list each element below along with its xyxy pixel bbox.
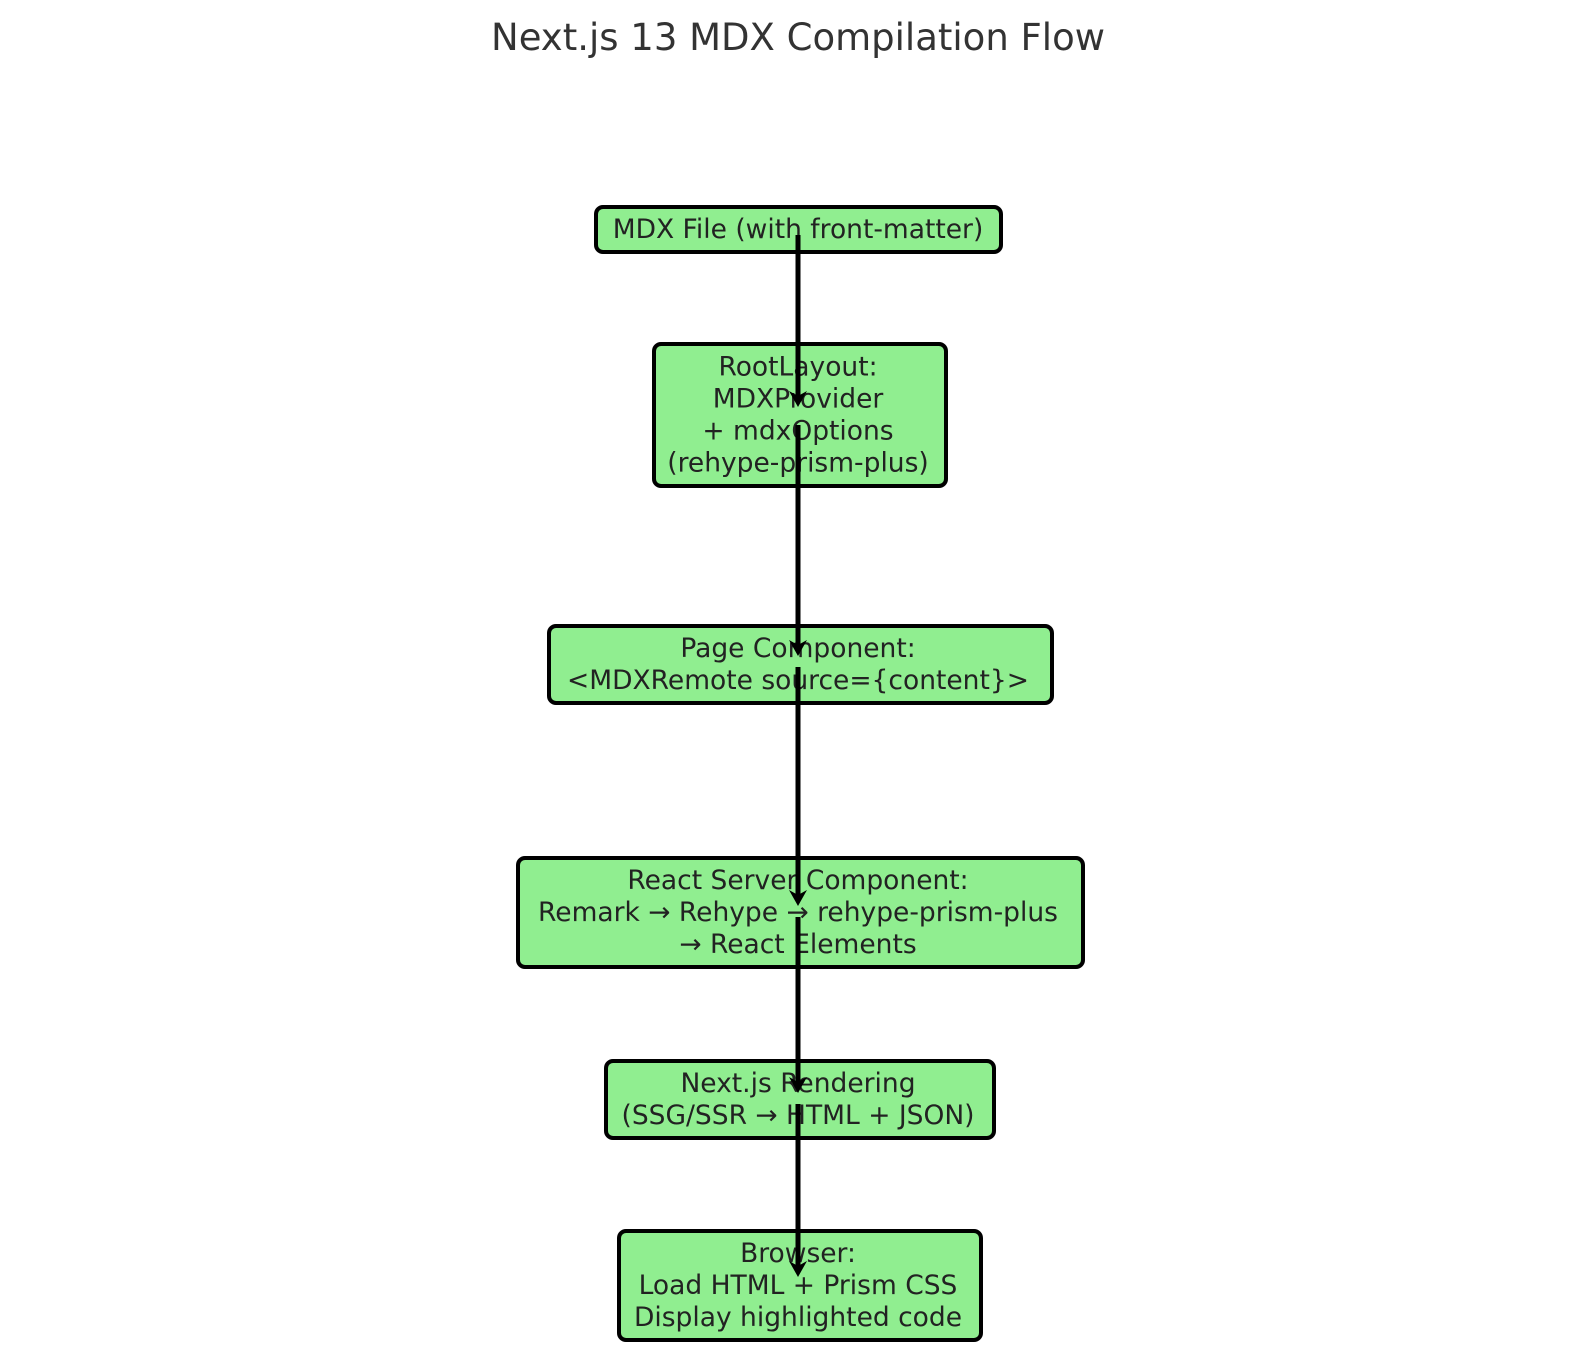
arrow-head-icon xyxy=(789,1077,807,1093)
arrow-root-layout-to-page-component xyxy=(789,425,807,656)
arrow-head-icon xyxy=(789,391,807,407)
arrow-react-server-component-to-nextjs-rendering xyxy=(789,917,807,1093)
node-label-browser-line-3: Display highlighted code xyxy=(634,1302,962,1333)
diagram-title: Next.js 13 MDX Compilation Flow xyxy=(491,16,1105,59)
arrow-head-icon xyxy=(789,640,807,656)
edges-layer xyxy=(789,235,807,1277)
arrow-head-icon xyxy=(789,1261,807,1277)
arrow-mdx-file-to-root-layout xyxy=(789,235,807,407)
arrow-head-icon xyxy=(789,890,807,906)
node-mdx-file: MDX File (with front-matter) xyxy=(594,205,1003,254)
arrow-page-component-to-react-server-component xyxy=(789,667,807,906)
arrow-nextjs-rendering-to-browser xyxy=(789,1104,807,1277)
